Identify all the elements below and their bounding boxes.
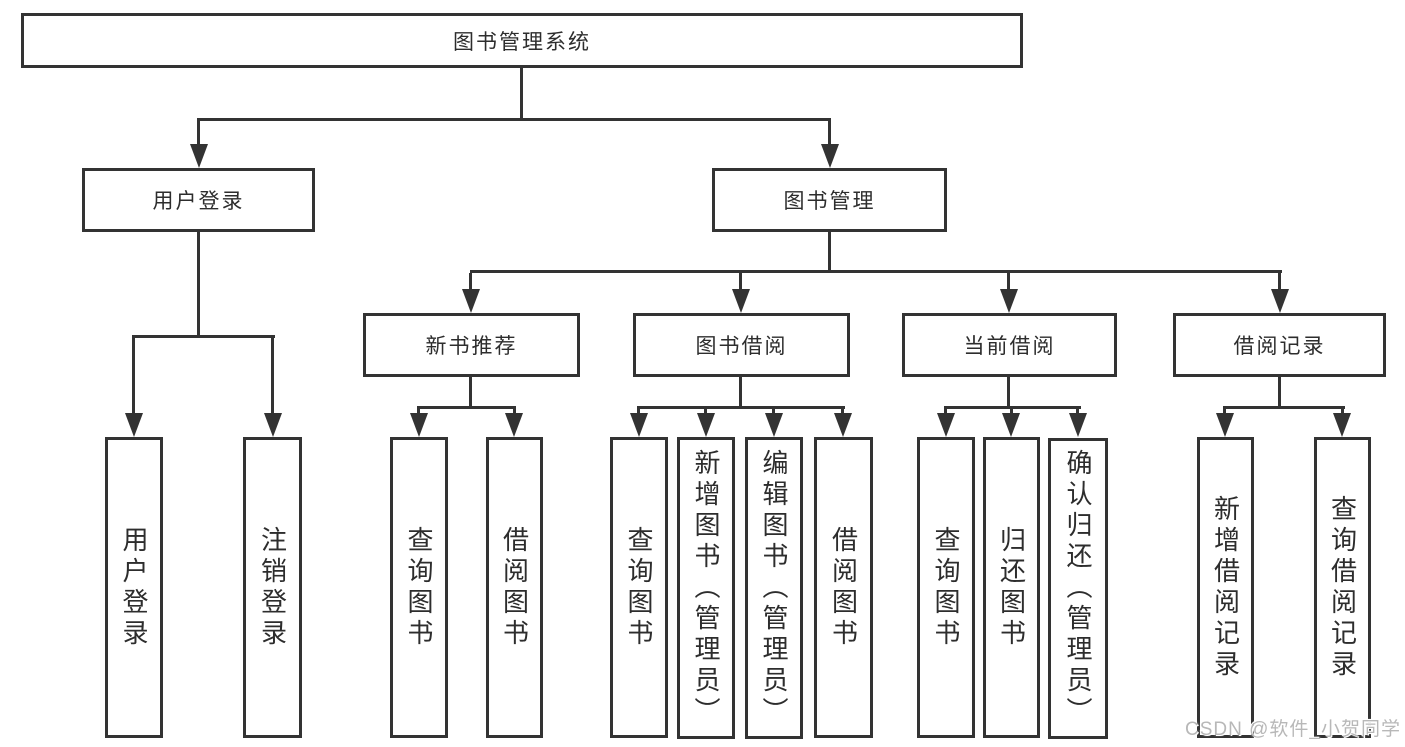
arrow-to-cb-return	[1002, 413, 1020, 437]
arrow-to-cb-query	[937, 413, 955, 437]
connector-borrow-record-vertical	[1278, 377, 1281, 406]
connector-book-mgmt-vertical	[828, 232, 831, 270]
connector-stub-new-book-rec	[469, 273, 472, 291]
connector-stub-bb-query	[637, 409, 640, 415]
connector-user-login-horizontal	[132, 335, 275, 338]
leaf-br-query-record: 查询借阅记录	[1314, 437, 1371, 738]
node-book-mgmt: 图书管理	[712, 168, 947, 232]
arrow-to-leaf-login	[125, 413, 143, 437]
connector-current-borrow-horizontal	[944, 406, 1081, 409]
leaf-bb-edit-books: 编辑图书（管理员）	[745, 437, 803, 739]
arrow-to-borrow-record	[1271, 289, 1289, 313]
node-user-login: 用户登录	[82, 168, 315, 232]
connector-stub-br-add	[1223, 409, 1226, 415]
connector-stub-cb-return	[1010, 409, 1013, 415]
connector-new-book-rec-horizontal	[417, 406, 516, 409]
arrow-to-bb-edit	[765, 413, 783, 437]
node-book-borrow: 图书借阅	[633, 313, 850, 377]
arrow-to-rec-borrow	[505, 413, 523, 437]
leaf-logout: 注销登录	[243, 437, 302, 738]
connector-stub-book-mgmt	[828, 121, 831, 147]
connector-user-login-vertical	[197, 232, 200, 335]
arrow-to-bb-borrow	[834, 413, 852, 437]
arrow-to-br-query	[1333, 413, 1351, 437]
csdn-watermark: CSDN @软件_小贺同学	[1185, 719, 1401, 740]
connector-stub-book-borrow	[739, 273, 742, 291]
leaf-bb-add-books: 新增图书（管理员）	[677, 437, 735, 739]
connector-stub-rec-query	[417, 409, 420, 415]
leaf-bb-borrow-books: 借阅图书	[814, 437, 873, 738]
connector-stub-user-login	[197, 121, 200, 147]
arrow-to-new-book-rec	[462, 289, 480, 313]
arrow-to-user-login	[190, 144, 208, 168]
leaf-cb-query-books: 查询图书	[917, 437, 975, 738]
arrow-to-cb-confirm	[1069, 413, 1087, 437]
connector-book-borrow-horizontal	[637, 406, 845, 409]
connector-stub-br-query	[1341, 409, 1344, 415]
connector-stub-leaf-logout	[271, 338, 274, 415]
connector-stub-rec-borrow	[513, 409, 516, 415]
connector-book-borrow-vertical	[739, 377, 742, 406]
leaf-cb-confirm-return: 确认归还（管理员）	[1048, 438, 1108, 739]
connector-current-borrow-vertical	[1007, 377, 1010, 406]
connector-stub-cb-confirm	[1076, 409, 1079, 415]
connector-stub-bb-borrow	[841, 409, 844, 415]
arrow-to-br-add	[1216, 413, 1234, 437]
arrow-to-leaf-logout	[264, 413, 282, 437]
arrow-to-bb-query	[630, 413, 648, 437]
connector-stub-current-borrow	[1007, 273, 1010, 291]
connector-new-book-rec-vertical	[469, 377, 472, 406]
node-borrow-record: 借阅记录	[1173, 313, 1386, 377]
arrow-to-current-borrow	[1000, 289, 1018, 313]
arrow-to-book-borrow	[732, 289, 750, 313]
node-current-borrow: 当前借阅	[902, 313, 1117, 377]
connector-stub-bb-add	[704, 409, 707, 415]
connector-stub-leaf-login	[132, 338, 135, 415]
arrow-to-bb-add	[697, 413, 715, 437]
node-new-book-rec: 新书推荐	[363, 313, 580, 377]
leaf-bb-query-books: 查询图书	[610, 437, 668, 738]
leaf-cb-return-books: 归还图书	[983, 437, 1040, 738]
connector-book-mgmt-horizontal	[470, 270, 1282, 273]
leaf-rec-borrow-books: 借阅图书	[486, 437, 543, 738]
leaf-rec-query-books: 查询图书	[390, 437, 448, 738]
connector-stub-borrow-record	[1278, 273, 1281, 291]
connector-borrow-record-horizontal	[1223, 406, 1345, 409]
arrow-to-book-mgmt	[821, 144, 839, 168]
connector-root-horizontal	[197, 118, 831, 121]
arrow-to-rec-query	[410, 413, 428, 437]
connector-root-vertical	[520, 68, 523, 121]
node-root: 图书管理系统	[21, 13, 1023, 68]
connector-stub-cb-query	[944, 409, 947, 415]
leaf-user-login: 用户登录	[105, 437, 163, 738]
leaf-br-add-record: 新增借阅记录	[1197, 437, 1254, 738]
connector-stub-bb-edit	[772, 409, 775, 415]
